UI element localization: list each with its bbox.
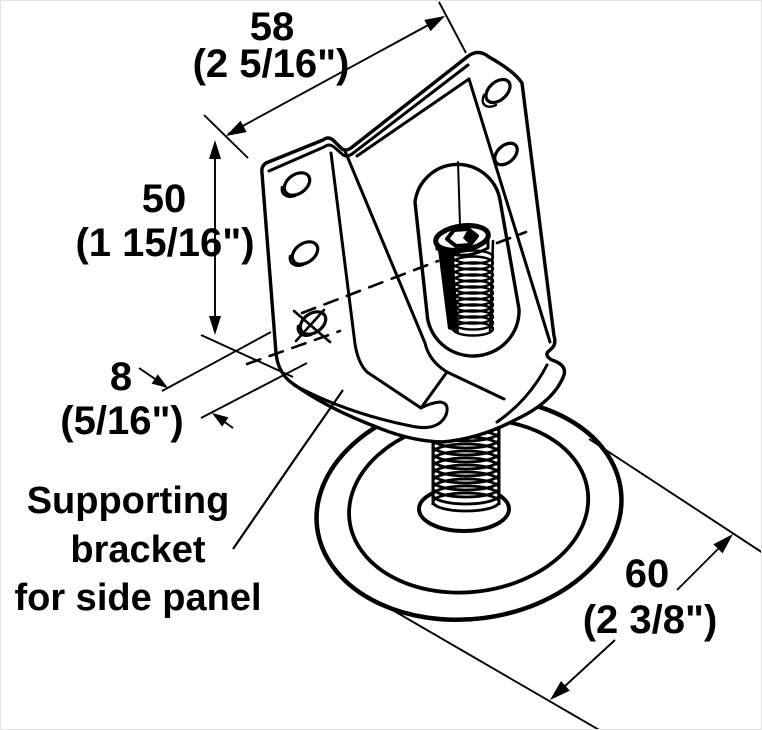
extension-line: [588, 438, 761, 553]
extension-line: [438, 1, 467, 54]
arrowhead-icon: [713, 534, 733, 554]
arrowhead-icon: [424, 16, 445, 32]
hidden-panel-lines: [245, 230, 528, 366]
extension-line: [200, 334, 294, 378]
annotation-line-1: Supporting: [27, 480, 230, 522]
annotation-line-3: for side panel: [14, 577, 261, 619]
adjustment-bolt: [433, 223, 495, 337]
dim-8-metric-label: 8: [110, 355, 132, 399]
dim-58-metric-label: 58: [250, 5, 295, 49]
leader-line: [232, 389, 344, 550]
dimension-lip-thickness: [138, 331, 308, 429]
arrowhead-icon: [209, 316, 221, 335]
annotation-line-2: bracket: [70, 529, 206, 571]
dimension-top-width: [203, 1, 467, 159]
bottom-lip: [292, 363, 549, 430]
dim-58-imperial-label: (2 5/16"): [193, 42, 350, 86]
dim-8-imperial-label: (5/16"): [60, 399, 183, 443]
arrowhead-icon: [212, 413, 229, 427]
dim-line-60-lower: [564, 639, 616, 687]
dim-60-metric-label: 60: [625, 552, 670, 596]
dim-50-imperial-label: (1 15/16"): [75, 221, 254, 265]
arrowhead-icon: [550, 681, 570, 700]
dimension-left-height: [200, 140, 294, 378]
extension-line: [203, 114, 249, 159]
arrowhead-icon: [151, 374, 168, 388]
slot-axis-line: [457, 161, 461, 226]
arrowhead-icon: [209, 140, 221, 159]
mounting-bracket: [245, 50, 567, 444]
extension-line: [161, 331, 272, 392]
arrowhead-icon: [226, 120, 247, 136]
dim-60-imperial-label: (2 3/8"): [583, 598, 718, 642]
top-hem-edge: [267, 63, 471, 173]
extension-line: [200, 362, 308, 419]
dim-50-metric-label: 50: [142, 177, 187, 221]
face-fold-lines: [329, 77, 552, 374]
dim-line-60-upper: [676, 548, 719, 591]
dimension-base-diameter: [388, 438, 761, 729]
dim-line-58: [227, 16, 444, 135]
extension-line: [388, 607, 600, 729]
